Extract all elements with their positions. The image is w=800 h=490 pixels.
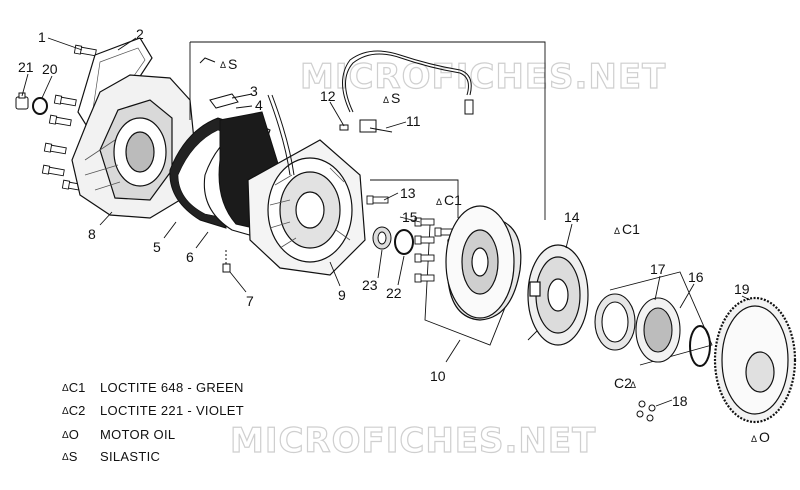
callout-17: 17 <box>650 261 666 277</box>
drop-icon: Δ <box>62 451 69 463</box>
rotor-part-10 <box>445 205 522 321</box>
legend-code: O <box>68 426 79 442</box>
symbol-c2-bolts: C2 <box>614 375 632 391</box>
legend-text: SILASTIC <box>100 448 161 464</box>
symbol-s-top: S <box>228 56 237 72</box>
callout-13: 13 <box>400 185 416 201</box>
callout-2: 2 <box>136 26 144 42</box>
callout-8: 8 <box>88 226 96 242</box>
symbol-c1-gear: C1 <box>622 221 640 237</box>
legend-code: C2 <box>68 402 86 418</box>
legend-row-o: ΔO MOTOR OIL <box>62 425 175 443</box>
watermark-bottom: MICROFICHES.NET <box>230 421 596 461</box>
callout-15: 15 <box>402 209 418 225</box>
screw-part-12 <box>339 124 349 131</box>
callout-14: 14 <box>564 209 580 225</box>
callout-16: 16 <box>688 269 704 285</box>
legend-row-s: ΔS SILASTIC <box>62 447 160 465</box>
callout-9: 9 <box>338 287 346 303</box>
sensor-wire-part-11 <box>342 50 474 133</box>
symbol-s-wire: S <box>391 90 400 106</box>
bracket-part-3 <box>209 93 239 109</box>
cover-part-8 <box>71 74 196 219</box>
drop-icon: Δ <box>436 197 442 207</box>
stator-part-9 <box>247 139 366 276</box>
drop-icon: Δ <box>220 60 226 70</box>
legend-row-c1: ΔC1 LOCTITE 648 - GREEN <box>62 378 244 396</box>
drop-icon: Δ <box>751 434 757 444</box>
legend-row-c2: ΔC2 LOCTITE 221 - VIOLET <box>62 401 244 419</box>
oring-part-20 <box>32 97 48 115</box>
callout-23: 23 <box>362 277 378 293</box>
washer-part-22 <box>394 229 414 255</box>
callout-19: 19 <box>734 281 750 297</box>
screw-part-7 <box>222 250 231 273</box>
symbol-markers: Δ S Δ S Δ C1 Δ C1 C2 Δ Δ O <box>220 56 770 445</box>
callout-7: 7 <box>246 293 254 309</box>
screws-part-1 <box>41 44 141 192</box>
drop-icon: Δ <box>62 405 69 417</box>
callout-5: 5 <box>153 239 161 255</box>
symbol-c1-rotor: C1 <box>444 192 462 208</box>
nut-part-23 <box>372 226 392 250</box>
legend-code: S <box>68 448 78 464</box>
callout-6: 6 <box>186 249 194 265</box>
drop-icon: Δ <box>383 95 389 105</box>
bearing-part-17 <box>594 293 636 351</box>
legend-code: C1 <box>68 379 86 395</box>
callout-10: 10 <box>430 368 446 384</box>
wire-harness <box>199 57 295 176</box>
drop-icon: Δ <box>62 382 69 394</box>
drop-icon: Δ <box>630 380 636 390</box>
callout-21: 21 <box>18 59 34 75</box>
callout-11: 11 <box>406 113 421 129</box>
callout-12: 12 <box>320 88 336 104</box>
gear-part-19 <box>713 296 797 424</box>
screws-part-13 <box>366 195 453 283</box>
callout-20: 20 <box>42 61 58 77</box>
legend-text: MOTOR OIL <box>100 426 176 442</box>
bolts-part-18 <box>636 400 656 422</box>
symbol-o-gear: O <box>759 429 770 445</box>
leader-lines <box>21 37 751 407</box>
callout-22: 22 <box>386 285 402 301</box>
drop-icon: Δ <box>614 226 620 236</box>
callout-1: 1 <box>38 29 46 45</box>
watermark-top: MICROFICHES.NET <box>300 57 666 97</box>
hub-part-14 <box>527 244 589 346</box>
drop-icon: Δ <box>62 429 69 441</box>
legend-text: LOCTITE 221 - VIOLET <box>100 402 244 418</box>
callout-18: 18 <box>672 393 688 409</box>
legend-text: LOCTITE 648 - GREEN <box>100 379 244 395</box>
clutch-part-16 <box>635 297 711 367</box>
callout-4: 4 <box>255 97 263 113</box>
callouts: 1 2 3 4 5 6 7 8 9 10 11 12 13 14 15 16 1… <box>18 26 750 409</box>
callout-3: 3 <box>250 83 258 99</box>
